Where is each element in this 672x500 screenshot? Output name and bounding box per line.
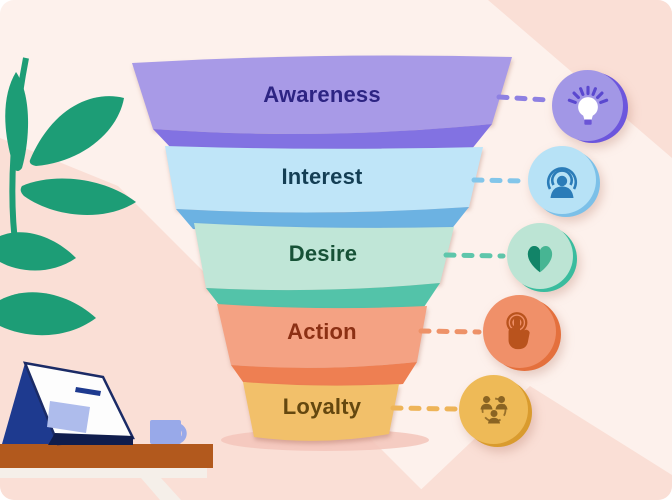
badge-face [483, 295, 556, 368]
lightbulb-icon [567, 85, 608, 125]
badge-face [528, 146, 596, 214]
desire-badge [507, 223, 577, 292]
screen-window [47, 401, 90, 433]
stage-label-loyalty: Loyalty [282, 394, 362, 419]
awareness-badge [552, 70, 628, 143]
connector-interest [471, 177, 527, 184]
heart-icon [527, 246, 553, 273]
badge-face [552, 70, 623, 141]
stage-label-action: Action [287, 319, 357, 344]
stage-label-interest: Interest [281, 164, 363, 189]
stage-shadow-action [231, 362, 417, 389]
connector-action [418, 328, 482, 335]
loyalty-badge [459, 375, 532, 447]
stage-shape-awareness [132, 55, 512, 134]
plant-leaf [0, 292, 96, 336]
team-icon [480, 395, 507, 423]
stage-shape-action [217, 304, 427, 368]
stage-connectors [390, 94, 551, 412]
desk-top [0, 444, 213, 468]
plant-leaf [0, 232, 76, 271]
bg-wedge-bottom-right [410, 386, 672, 500]
plant-leaf [5, 72, 29, 171]
stage-shape-interest [165, 146, 483, 213]
plant-leaf [20, 178, 136, 215]
connector-loyalty [390, 405, 458, 412]
plant-illustration [0, 57, 136, 336]
stage-shape-desire [194, 223, 454, 291]
action-badge [483, 295, 561, 371]
badge-face [507, 223, 573, 289]
stage-label-awareness: Awareness [263, 82, 381, 107]
screen-title-bar [75, 387, 101, 396]
laptop-base [48, 433, 133, 445]
table-frame [0, 468, 207, 478]
laptop-back [2, 363, 60, 444]
connector-awareness [496, 94, 551, 103]
desk-scene [0, 361, 213, 500]
connector-desire [443, 252, 506, 259]
mug [150, 420, 181, 444]
broadcast-person-icon [546, 167, 578, 198]
stage-shape-loyalty [243, 382, 399, 441]
stage-shadow-desire [206, 283, 440, 312]
table-leg [141, 478, 181, 500]
interest-badge [528, 146, 600, 217]
badge-face [459, 375, 528, 444]
plant-leaf [29, 96, 124, 166]
stage-label-desire: Desire [288, 241, 358, 266]
tap-hand-icon [505, 311, 530, 349]
funnel-stages [132, 55, 512, 441]
